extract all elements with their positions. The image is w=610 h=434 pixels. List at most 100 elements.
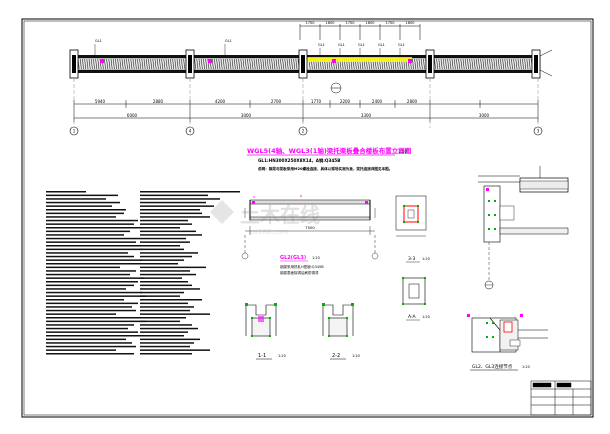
section-1-1-scale: 1:20: [278, 354, 286, 358]
hatch-line: [251, 58, 254, 70]
hatch-line: [462, 58, 465, 70]
hatch-line: [121, 58, 124, 70]
note-line: [140, 241, 190, 243]
note-line: [140, 252, 198, 254]
hatch-line: [255, 58, 258, 70]
note-line: [140, 353, 192, 355]
node-scale: 1:20: [522, 365, 530, 369]
note-line: [46, 281, 138, 283]
note-line: [140, 313, 210, 315]
hatch-line: [508, 58, 511, 70]
note-line: [140, 266, 206, 269]
hatch-line: [282, 58, 285, 70]
gl-tag: GL1: [378, 43, 385, 47]
note-line: [140, 320, 180, 323]
hatch-line: [137, 58, 139, 70]
hatch-line: [106, 58, 109, 70]
note-line: [46, 191, 86, 193]
hatch-line: [517, 58, 520, 70]
top-dim-1: 1700: [306, 21, 315, 25]
hatch-line: [178, 58, 181, 70]
note-line: [140, 205, 214, 207]
note-line: [46, 306, 132, 308]
note-line: [140, 255, 192, 258]
note-line: [140, 331, 188, 333]
hatch-line: [473, 58, 476, 70]
hatch-line: [110, 58, 113, 70]
hatch-line: [500, 58, 502, 70]
hatch-line: [216, 58, 219, 70]
hatch-line: [198, 58, 201, 70]
hatch-line: [436, 58, 439, 70]
note-line: [140, 342, 194, 344]
elevation-view: 1700 1600 1700 1600 1700 1600 GL1 GL1 GL…: [69, 21, 553, 136]
note-line: [140, 245, 180, 247]
hatch-line: [143, 58, 146, 70]
note-line: [46, 277, 144, 279]
bottom-dim: 3300: [361, 113, 372, 118]
hatch-line: [145, 58, 148, 70]
note-line: [46, 327, 128, 330]
note-line: [140, 227, 180, 229]
span-dim: 4200: [215, 99, 226, 104]
note-line: [140, 234, 202, 236]
title-block: [530, 380, 592, 416]
hatch-line: [480, 58, 483, 70]
note-line: [46, 263, 148, 265]
hatch-line: [478, 58, 480, 70]
hatch-line: [238, 58, 241, 70]
note-line: [46, 313, 116, 315]
hatch-line: [244, 58, 247, 70]
hatch-line: [154, 58, 157, 70]
note-line: [46, 270, 136, 272]
hatch-line: [93, 58, 95, 70]
beam-length: 7500: [305, 225, 315, 230]
section-a-a-scale: 1:20: [422, 315, 430, 319]
note-line: [140, 284, 192, 287]
hatch-line: [420, 58, 423, 70]
hatch-line: [130, 58, 133, 70]
hatch-line: [218, 58, 221, 70]
axis-label: 1: [73, 129, 76, 134]
section-3-3-scale: 1:20: [422, 257, 430, 261]
hatch-line: [126, 58, 128, 70]
note-line: [46, 266, 120, 269]
hatch-line: [491, 58, 494, 70]
hatch-line: [214, 58, 216, 70]
note-line: [46, 335, 142, 337]
hatch-line: [225, 58, 227, 70]
hatch-line: [134, 58, 137, 70]
note-line: [140, 223, 192, 225]
hatch-line: [128, 58, 131, 70]
hatch-line: [412, 58, 414, 70]
note-line: [46, 198, 106, 200]
gl-tag: GL1: [318, 43, 325, 47]
hatch-line: [506, 58, 509, 70]
hatch-line: [247, 58, 249, 70]
note-line: [140, 324, 192, 326]
hatch-line: [181, 58, 183, 70]
note-line: [46, 291, 142, 294]
hatch-line: [231, 58, 234, 70]
sheet-border: [21, 18, 594, 418]
note-line: [140, 237, 186, 240]
hatch-line: [484, 58, 487, 70]
hatch-line: [486, 58, 489, 70]
hatch-line: [203, 58, 205, 70]
note-line: [140, 338, 200, 341]
beam-scale: 1:20: [312, 256, 320, 260]
note-line: [140, 281, 188, 283]
hatch-line: [148, 58, 150, 70]
sheet-inner-border: [23, 20, 592, 416]
note-line: [46, 227, 146, 229]
span-dim: 2200: [340, 99, 351, 104]
hatch-line: [170, 58, 172, 70]
elevation-scale: 1:50: [398, 149, 407, 154]
note-line: [46, 201, 120, 204]
hatch-line: [458, 58, 461, 70]
section-2-2: 2-2 1:20: [322, 303, 360, 360]
note-line: [140, 327, 198, 330]
hatch-line: [471, 58, 474, 70]
note-line: [140, 309, 190, 312]
span-dim: 1770: [311, 99, 322, 104]
